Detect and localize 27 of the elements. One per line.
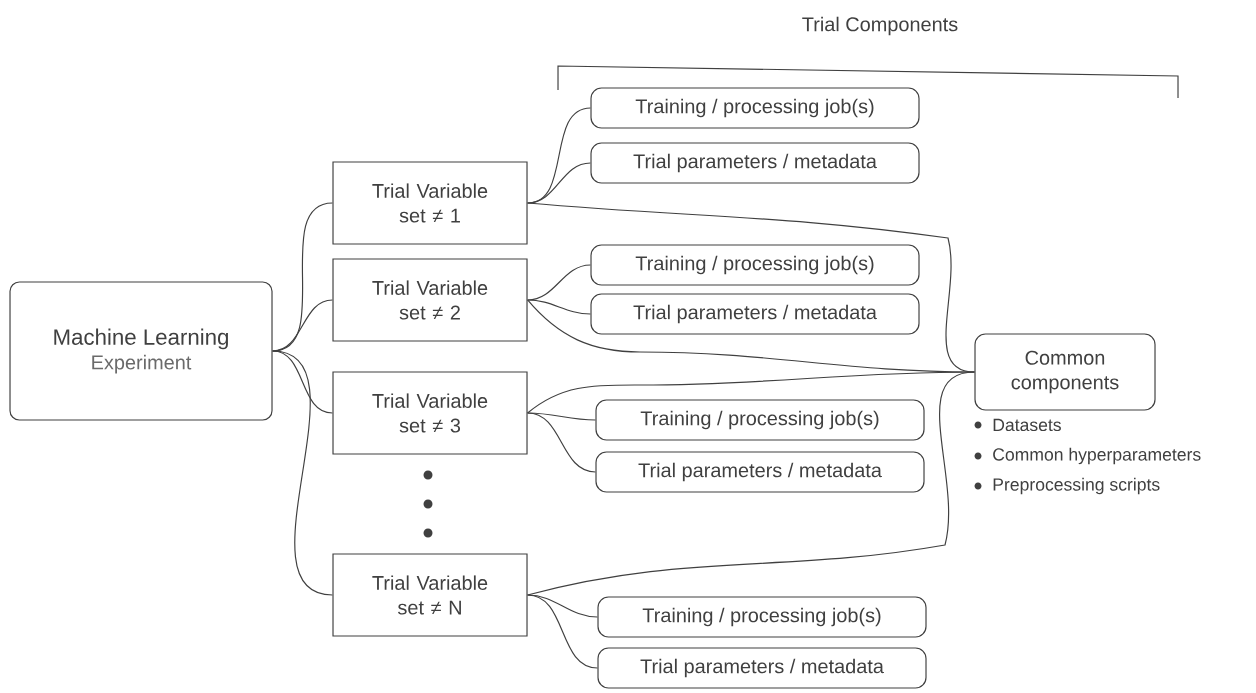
connector	[272, 299, 333, 352]
connector	[272, 350, 333, 596]
connector	[527, 594, 598, 669]
experiment-box: Machine Learning Experiment	[9, 281, 273, 421]
component-pill: Trial parameters / metadata	[590, 293, 920, 335]
component-pill: Trial parameters / metadata	[597, 647, 927, 689]
section-label: Trial Components	[802, 16, 958, 36]
bullet-text: Preprocessing scripts	[993, 477, 1160, 495]
connector	[527, 162, 591, 204]
connector	[527, 412, 596, 421]
component-pill: Trial parameters / metadata	[590, 142, 920, 184]
connector	[527, 371, 975, 414]
connector	[527, 412, 596, 473]
trial-box: Trial Variable set ≠ 2	[332, 258, 528, 342]
component-pill: Training / processing job(s)	[590, 87, 920, 129]
component-pill: Trial parameters / metadata	[595, 451, 925, 493]
component-pill: Training / processing job(s)	[595, 399, 925, 441]
connector	[527, 299, 591, 315]
connector	[527, 264, 591, 301]
common-box: Common components	[974, 333, 1156, 411]
bullet-text: Common hyperparameters	[993, 447, 1201, 465]
trial-box: Trial Variable set ≠ N	[332, 553, 528, 637]
component-pill: Training / processing job(s)	[590, 244, 920, 286]
trial-box: Trial Variable set ≠ 1	[332, 161, 528, 245]
connector	[527, 371, 975, 596]
component-pill: Training / processing job(s)	[597, 596, 927, 638]
trial-box: Trial Variable set ≠ 3	[332, 371, 528, 455]
